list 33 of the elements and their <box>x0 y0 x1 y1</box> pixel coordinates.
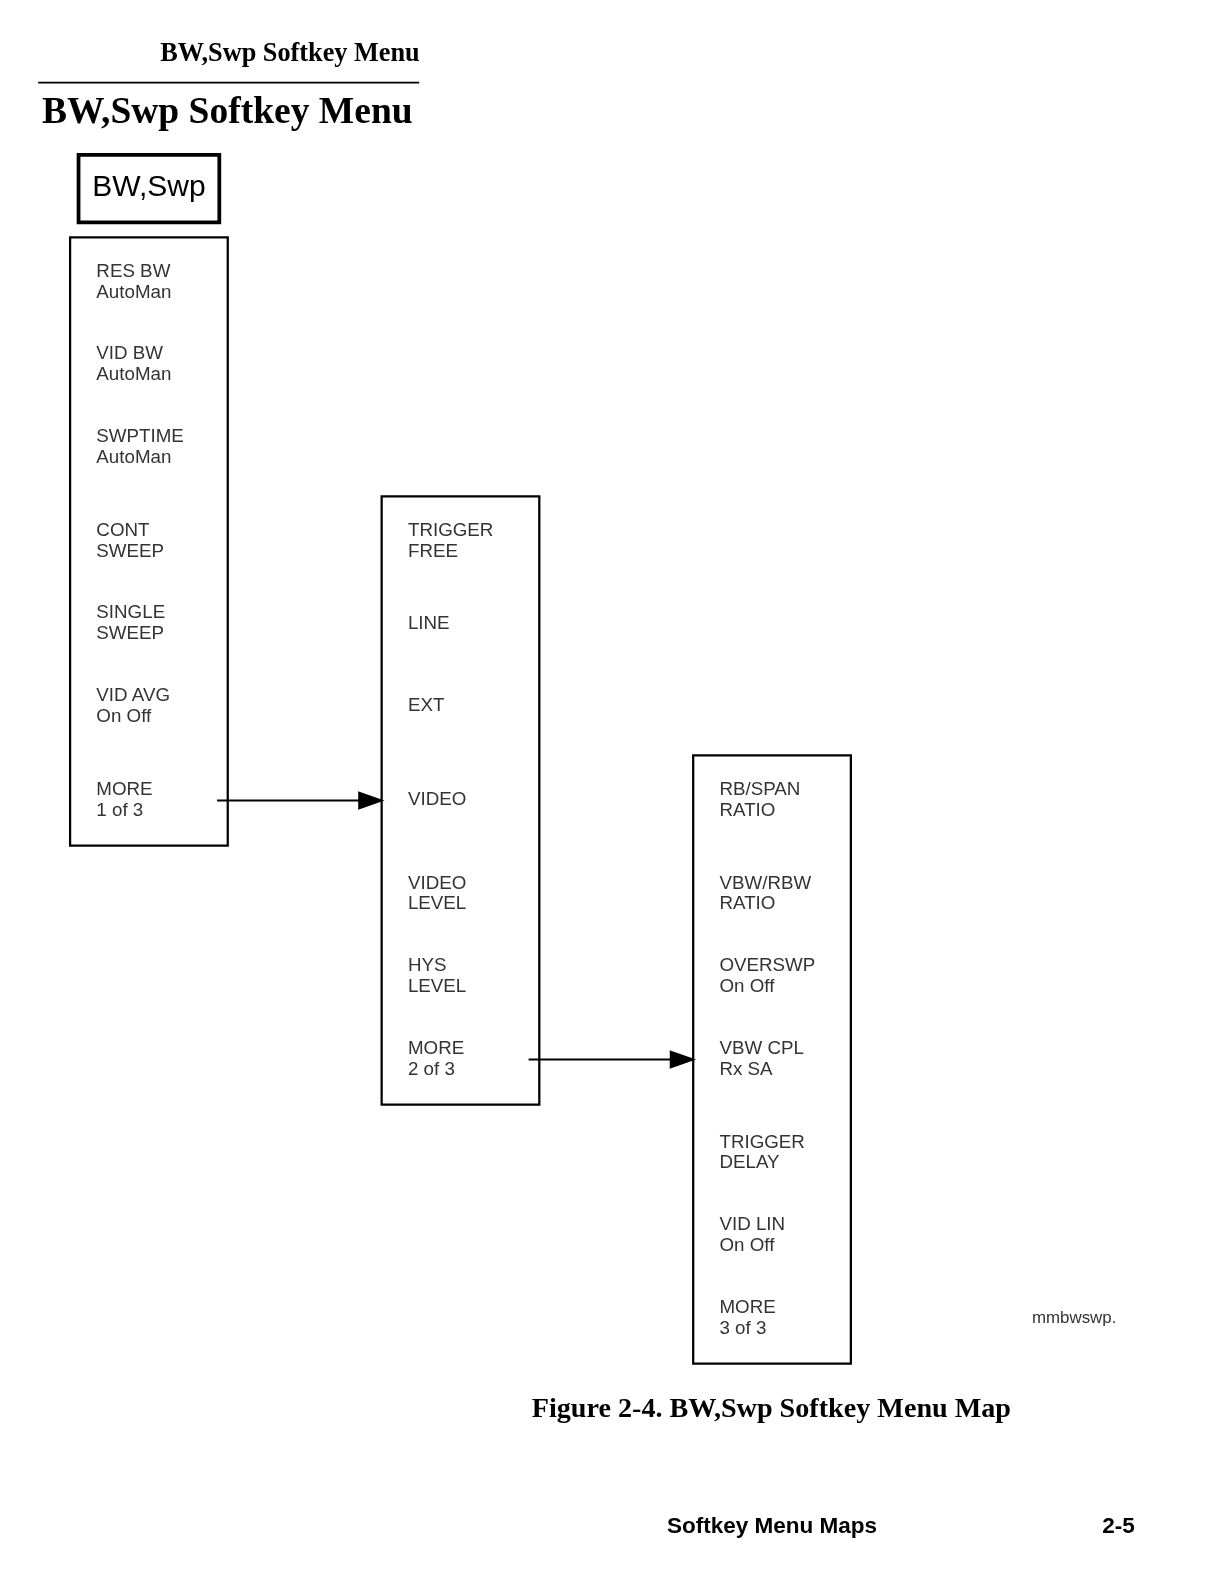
node-text: HYS LEVEL <box>407 953 467 996</box>
node-text: OVERSWP On Off <box>719 953 816 996</box>
node-text: TRIGGER FREE <box>407 518 494 561</box>
node-text: SWPTIME AutoMan <box>96 424 184 467</box>
label: BW,Swp Softkey Menu <box>160 37 420 67</box>
label: mmbwswp. <box>1032 1307 1117 1327</box>
node-text: RES BW AutoMan <box>96 259 172 302</box>
node-text: VID BW AutoMan <box>96 341 172 384</box>
node-box: BW,Swp <box>76 152 222 224</box>
node-text: VBW CPL Rx SA <box>719 1036 804 1079</box>
diagram-title: BW,Swp Softkey Menu <box>41 89 413 131</box>
cluster <box>68 235 229 847</box>
arrow <box>216 790 385 810</box>
node-text: LINE <box>407 611 450 633</box>
label: Softkey Menu Maps <box>666 1512 878 1538</box>
node-text: TRIGGER DELAY <box>719 1130 805 1172</box>
node-text: SINGLE SWEEP <box>96 600 166 643</box>
node-text: RB/SPAN RATIO <box>719 777 801 820</box>
node-text: MORE 1 of 3 <box>96 777 153 820</box>
node-text: EXT <box>407 693 445 715</box>
node-text: MORE 2 of 3 <box>407 1036 465 1079</box>
caption: Figure 2-4. BW,Swp Softkey Menu Map <box>531 1391 1012 1423</box>
node-text: VBW/RBW RATIO <box>719 871 812 913</box>
cluster <box>692 753 852 1365</box>
node-text: VIDEO LEVEL <box>407 871 467 913</box>
node-text: MORE 3 of 3 <box>719 1295 776 1338</box>
node-text: VID LIN On Off <box>719 1212 786 1255</box>
node-text: VIDEO <box>407 787 467 809</box>
node-text: CONT SWEEP <box>96 518 165 561</box>
cluster <box>380 494 541 1106</box>
arrow <box>527 1049 697 1069</box>
label: 2-5 <box>1102 1512 1135 1538</box>
node-text: VID AVG On Off <box>96 683 171 726</box>
